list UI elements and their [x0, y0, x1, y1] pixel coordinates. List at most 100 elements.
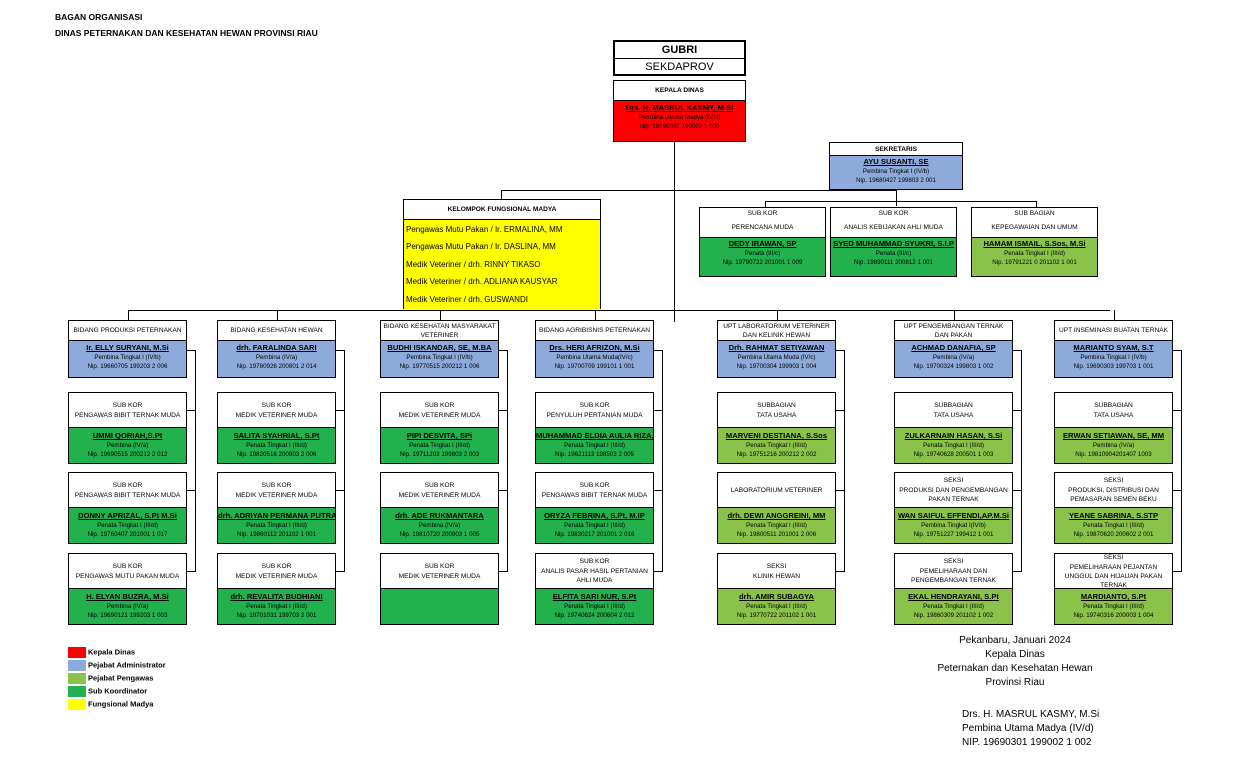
bidang-head-rank: Pembina (IV/a) [932, 354, 975, 361]
subkor-title: PENGAWAS MUTU PAKAN MUDA [75, 572, 180, 580]
subunit-name: DEDY IRAWAN, SP [728, 239, 797, 248]
bidang-head-nip: Nip. 19700709 199101 1 001 [554, 363, 635, 370]
kepala-dinas-rank: Pembina Utama Madya (IV/d) [638, 114, 721, 121]
signature-place-date: Pekanbaru, Januari 2024 [959, 635, 1071, 646]
connector [654, 410, 662, 411]
subkor-name: MARVENI DESTIANA, S.Sos [725, 431, 828, 440]
legend-label: Sub Koordinator [88, 686, 148, 696]
legend-swatch [68, 699, 86, 710]
subkor-nip: Nip. 19770722 201102 1 001 [736, 612, 817, 619]
subkor-type: SUB KOR [261, 481, 292, 489]
subkor-box: SUB KOR PENGAWAS MUTU PAKAN MUDA H. ELYAN … [68, 553, 187, 625]
legend-swatch [68, 660, 86, 671]
subkor-nip: Nip. 19860112 201102 1 001 [237, 531, 316, 538]
signature-name-block: Drs. H. MASRUL KASMY, M.Si Pembina Utama… [962, 708, 1099, 750]
subkor-title: PENYULUH PERTANIAN MUDA [546, 411, 643, 419]
fungsional-item: Pengawas Mutu Pakan / Ir. ERMALINA, MM [406, 225, 563, 234]
bidang-head-rank: Pembina Utama Muda(IV/c) [556, 354, 633, 361]
subkor-type: SUBBAGIAN [934, 401, 973, 409]
subunit-type: SUB KOR [747, 210, 778, 217]
connector [1173, 410, 1181, 411]
fungsional-item: Medik Veteriner / drh. ADLIANA KAUSYAR [406, 277, 558, 287]
subkor-type: SUB KOR [579, 481, 610, 489]
subkor-title: PENGAWAS BIBIT TERNAK MUDA [74, 411, 181, 419]
subkor-rank: Penata Tingkat I (III/d) [746, 522, 807, 529]
subkor-name: SALITA SYAHRIAL, S.Pt [233, 431, 320, 440]
subkor-nip: Nip. 19740316 200003 1 004 [1073, 612, 1154, 619]
connector [765, 201, 766, 207]
subkor-rank: Pembina (IV/a) [106, 442, 149, 449]
subkor-header: LABORATORIUM VETERINER [718, 473, 835, 507]
bidang-head-nip: Nip. 19700304 199903 1 004 [736, 363, 817, 370]
subkor-nip: Nip. 19690515 200212 2 012 [87, 451, 168, 458]
signature-block: Pekanbaru, Januari 2024 Kepala Dinas Pet… [925, 634, 1105, 690]
connector [344, 350, 345, 572]
legend-item: Pejabat Administrator [68, 660, 166, 671]
subkor-name: MUHAMMAD ELDIA AULIA RIZA, S.Pt [536, 431, 653, 440]
subunit-nip: Nip. 19791221 0 201102 1 001 [992, 259, 1077, 266]
subkor-name: drh. REVALITA BUDHIANI [230, 592, 323, 601]
bidang-head-rank: Pembina Tingkat I (IV/b) [1080, 354, 1147, 361]
connector [187, 350, 195, 351]
subkor-nip: Nip. 19711203 199803 2 003 [399, 451, 480, 458]
connector [501, 190, 674, 191]
subkor-type: SEKSI [766, 562, 787, 570]
sekretaris-box: SEKRETARIS AYU SUSANTI, SE Pembina Tingk… [829, 142, 963, 190]
legend-swatch [68, 673, 86, 684]
connector [440, 310, 441, 320]
connector [1036, 201, 1037, 207]
subkor-title: PENGAWAS BIBIT TERNAK MUDA [74, 491, 181, 499]
subkor-nip: Nip. 19621113 198503 2 005 [555, 451, 634, 458]
subkor-rank: Penata Tingkat I (III/d) [1083, 603, 1144, 610]
fungsional-item: Pengawas Mutu Pakan / Ir. DASLINA, MM [406, 242, 556, 252]
subkor-rank: Penata Tingkat I (III/d) [923, 442, 984, 449]
subkor-nip: Nip. 19810904201407 1003 [1075, 451, 1152, 458]
subkor-name: drh. AMIR SUBAGYA [739, 592, 814, 601]
legend-swatch [68, 686, 86, 697]
kepala-dinas-box: KEPALA DINAS Drs. H. MASRUL KASMY, M.Si … [613, 80, 746, 142]
subkor-type: SUB KOR [424, 401, 455, 409]
bidang-head-box: UPT LABORATORIUM VETERINER DAN KELINIK H… [717, 320, 836, 378]
connector [674, 190, 896, 191]
subunit-rank: Penata Tingkat I (III/d) [1004, 250, 1065, 257]
subkor-nip: Nip. 19820516 200903 2 006 [236, 451, 317, 458]
bidang-head-title: BIDANG KESEHATAN HEWAN [218, 321, 335, 341]
subkor-nip: Nip. 19740824 200604 2 012 [554, 612, 635, 619]
kepala-dinas-nip: Nip. 19690301 199002 1 002 [639, 123, 720, 130]
subkor-type: SUB KOR [112, 562, 143, 570]
bidang-head-title: BIDANG PRODUKSI PETERNAKAN [69, 321, 186, 341]
subkor-rank: Penata Tingkat I (III/d) [564, 603, 625, 610]
subkor-title: PEMELIHARAAN DAN PENGEMBANGAN TERNAK [911, 568, 996, 584]
bidang-head-name: Ir. ELLY SURYANI, M.Si [86, 343, 169, 352]
subkor-nip: Nip. 19800511 201001 2 006 [736, 531, 817, 538]
kepala-dinas-title: KEPALA DINAS [614, 81, 745, 101]
connector [954, 310, 955, 320]
